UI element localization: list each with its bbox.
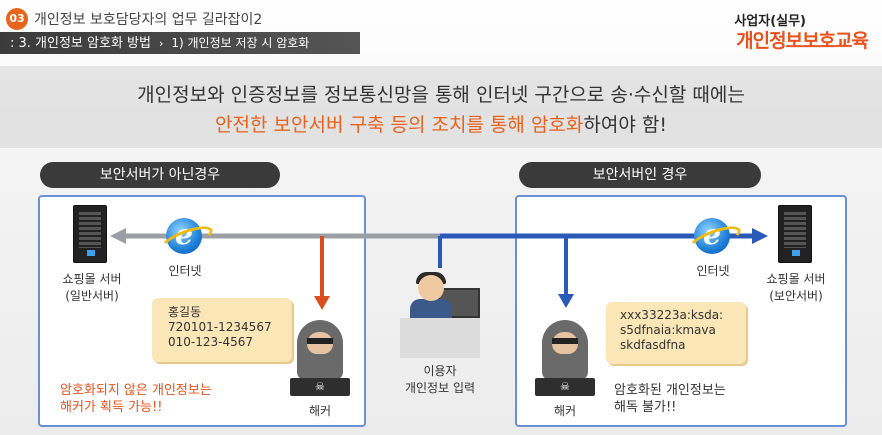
laptop-icon [290,378,350,396]
section-bar: : 3. 개인정보 암호화 방법 › 1) 개인정보 저장 시 암호화 [0,32,360,54]
server-label-left: 쇼핑몰 서버 (일반서버) [62,272,122,303]
section-title: : 3. 개인정보 암호화 방법 [10,36,151,51]
internet-label-right: 인터넷 [696,264,730,278]
internet-explorer-icon: e [694,218,730,254]
laptop-icon [535,378,595,396]
leak-arrowhead [314,296,330,310]
hacker-icon [538,320,592,380]
skull-icon: ☠ [315,380,325,393]
secure-heading: 보안서버인 경우 [519,162,761,188]
headline-line1: 개인정보와 인증정보를 정보통신망을 통해 인터넷 구간으로 송·수신할 때에는 [137,84,745,106]
chapter-badge: 03 [6,8,28,30]
non-secure-heading: 보안서버가 아닌경우 [40,162,280,188]
warning-text: 암호화되지 않은 개인정보는 해커가 획득 가능!! [60,383,212,415]
server-icon [73,205,107,263]
encrypted-data-arrowhead [752,228,768,244]
hacker-label-left: 해커 [308,404,332,418]
headline-highlight: 안전한 보안서버 구축 등의 조치를 통해 암호화 [215,114,584,136]
headline-line2: 안전한 보안서버 구축 등의 조치를 통해 암호화하여야 함! [0,110,882,137]
user-body [410,299,452,321]
plain-data-text: 홍길동 720101-1234567 010-123-4567 [168,305,272,349]
headline-band [0,66,882,148]
hacker-icon [293,320,347,380]
subsection-title: 1) 개인정보 저장 시 암호화 [171,36,310,50]
chevron-right-icon: › [158,37,164,50]
internet-explorer-icon: e [166,218,202,254]
plain-data-scroll [152,298,292,362]
brand-subtitle: 사업자(실무) [734,14,806,29]
headline-rest: 하여야 함! [583,114,667,136]
encrypted-data-text: xxx33223a:ksda: s5dfnaia:kmava skdfasdfn… [620,308,724,352]
skull-icon: ☠ [560,380,570,393]
secure-note-text: 암호화된 개인정보는 해독 불가!! [614,383,726,415]
desk-icon [400,318,480,358]
plain-data-arrowhead [110,228,126,244]
brand-logo: 개인정보보호교육 [736,30,869,52]
server-label-right: 쇼핑몰 서버 (보안서버) [766,272,826,303]
user-label: 이용자 개인정보 입력 [404,364,476,395]
hacker-label-right: 해커 [553,404,577,418]
internet-label-left: 인터넷 [168,264,202,278]
course-title: 개인정보 보호담당자의 업무 길라잡이2 [34,12,263,28]
encrypted-data-scroll [606,302,746,364]
user-icon [418,275,444,301]
server-icon [778,205,812,263]
encrypted-drop-arrowhead [558,294,574,308]
